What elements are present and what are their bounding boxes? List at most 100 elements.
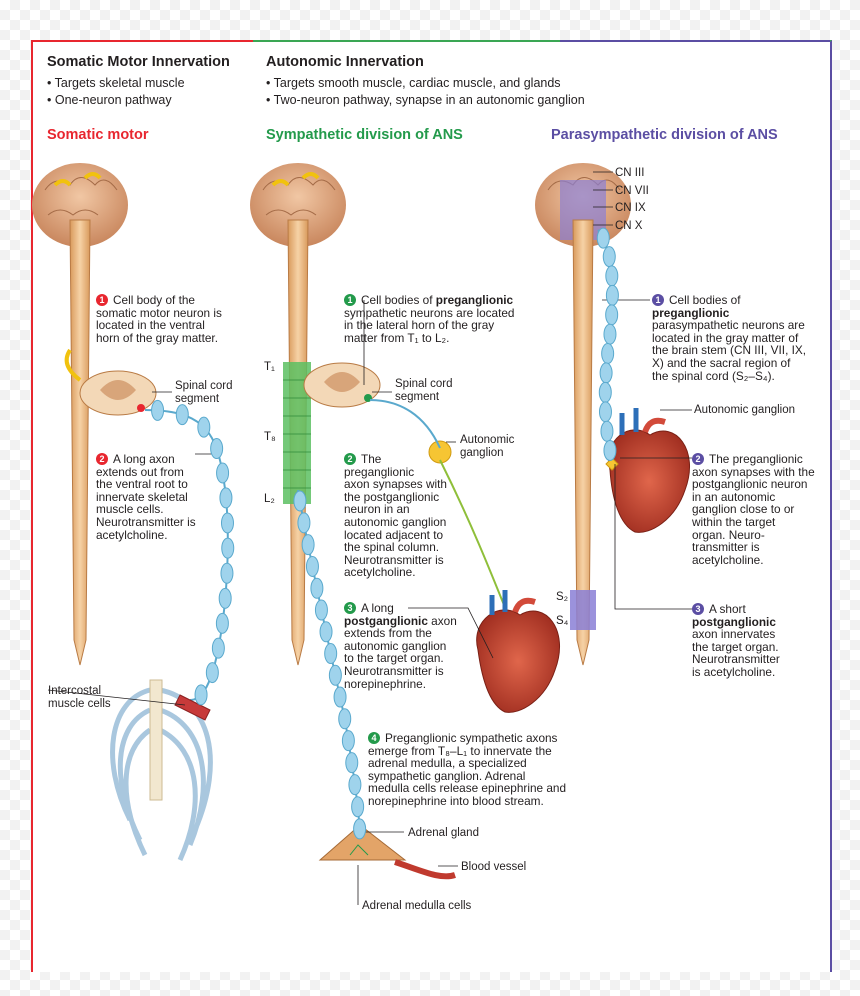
intercostal-label: Intercostal muscle cells — [48, 685, 111, 710]
somatic-ribcage — [110, 679, 213, 862]
myelin-segment — [220, 562, 234, 584]
myelin-segment — [210, 438, 224, 460]
l2-label: L₂ — [264, 493, 275, 505]
myelin-segment — [215, 612, 229, 634]
myelin-segment — [216, 462, 230, 484]
myelin-segment — [338, 708, 352, 730]
sacral-region — [570, 590, 596, 630]
myelin-segment — [319, 621, 333, 643]
myelin-segment — [351, 796, 365, 818]
step-number: 2 — [344, 453, 356, 465]
myelin-segment — [221, 537, 235, 559]
parasympathetic-border — [560, 40, 830, 42]
myelin-segment — [151, 399, 165, 421]
myelin-segment — [205, 662, 219, 684]
t1-label: T₁ — [264, 361, 275, 373]
myelin-segment — [603, 439, 617, 461]
adrenal-gland-label: Adrenal gland — [408, 827, 479, 839]
step-number: 2 — [692, 453, 704, 465]
step-number: 2 — [96, 453, 108, 465]
myelin-segment — [218, 587, 232, 609]
myelin-segment — [314, 599, 328, 621]
myelin-segment — [175, 404, 189, 426]
myelin-segment — [598, 401, 612, 423]
s4-label: S₄ — [556, 615, 569, 627]
step-number: 1 — [96, 294, 108, 306]
cn-ix-label: CN IX — [615, 202, 646, 214]
myelin-segment — [328, 664, 342, 686]
myelin-segment — [602, 246, 616, 268]
somatic-bullet: • Targets skeletal muscle — [47, 76, 185, 90]
myelin-segment — [600, 420, 614, 442]
postganglionic-axon — [439, 459, 511, 621]
myelin-segment — [605, 284, 619, 306]
myelin-segment — [603, 323, 617, 345]
parasympathetic-heart — [608, 408, 690, 533]
myelin-segment — [333, 686, 347, 708]
step-number: 3 — [692, 603, 704, 615]
myelin-segment — [301, 534, 315, 556]
sympathetic-ganglion — [428, 440, 452, 464]
s2-label: S₂ — [556, 591, 569, 603]
myelin-segment — [598, 381, 612, 403]
somatic-spinal-cord — [69, 219, 91, 666]
cn-vii-label: CN VII — [615, 185, 649, 197]
myelin-segment — [599, 362, 613, 384]
myelin-segment — [293, 490, 307, 512]
parasympathetic-subtitle: Parasympathetic division of ANS — [551, 127, 778, 143]
somatic-brain — [32, 163, 128, 247]
myelin-segment — [353, 818, 367, 840]
step-number: 3 — [344, 602, 356, 614]
somatic-bullet: • One-neuron pathway — [47, 93, 172, 107]
myelin-segment — [219, 487, 233, 509]
adrenal-gland-illustration — [318, 824, 456, 880]
somatic-spinal-segment — [64, 348, 157, 416]
myelin-segment — [605, 265, 619, 287]
somatic-subtitle: Somatic motor — [47, 127, 149, 143]
myelin-segment — [220, 512, 234, 534]
sympathetic-heart — [476, 590, 560, 713]
parasympathetic-spinal-cord — [572, 219, 594, 666]
autonomic-bullet: • Targets smooth muscle, cardiac muscle,… — [266, 76, 561, 90]
myelin-segment — [341, 730, 355, 752]
myelin-segment — [305, 555, 319, 577]
somatic-header: Somatic Motor Innervation — [47, 54, 230, 70]
myelin-segment — [348, 774, 362, 796]
sympathetic-brain — [250, 163, 346, 247]
step-number: 1 — [652, 294, 664, 306]
myelin-segment — [324, 643, 338, 665]
cn-iii-label: CN III — [615, 167, 645, 179]
myelin-segment — [211, 637, 225, 659]
myelin-segment — [197, 416, 211, 438]
sympathetic-spinal-cord-label: Spinal cord segment — [395, 378, 453, 403]
t8-label: T₈ — [264, 431, 276, 443]
step-number: 4 — [368, 732, 380, 744]
sympathetic-spinal-segment — [303, 362, 381, 408]
autonomic-header: Autonomic Innervation — [266, 54, 424, 70]
myelin-segment — [601, 343, 615, 365]
sympathetic-subtitle: Sympathetic division of ANS — [266, 127, 463, 143]
autonomic-bullet: • Two-neuron pathway, synapse in an auto… — [266, 93, 585, 107]
myelin-segment — [310, 577, 324, 599]
myelin-segment — [605, 304, 619, 326]
parasympathetic-ganglion-label: Autonomic ganglion — [694, 404, 796, 416]
myelin-segment — [345, 752, 359, 774]
myelin-segment — [596, 227, 610, 249]
cn-x-label: CN X — [615, 220, 643, 232]
sympathetic-ganglion-label: Autonomic ganglion — [460, 434, 515, 459]
adrenal-medulla-label: Adrenal medulla cells — [362, 900, 472, 912]
step-number: 1 — [344, 294, 356, 306]
myelin-segment — [194, 684, 208, 706]
blood-vessel-label: Blood vessel — [461, 861, 527, 873]
somatic-spinal-cord-label: Spinal cord segment — [175, 380, 233, 405]
